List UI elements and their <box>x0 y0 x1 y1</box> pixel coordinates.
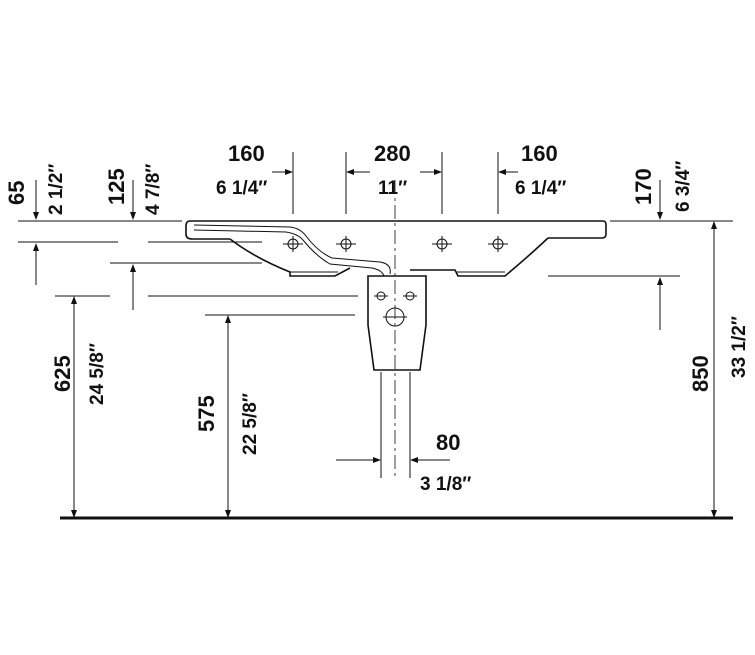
dim-170-mm: 170 <box>631 168 656 205</box>
tap-hole-icon <box>336 236 356 252</box>
dim-575-inch: 22 5/8″ <box>240 393 261 455</box>
dim-850-inch: 33 1/2″ <box>729 316 750 378</box>
dim-280-inch: 11″ <box>378 178 407 199</box>
dim-65-mm: 65 <box>4 181 29 205</box>
siphon-cover <box>367 275 427 371</box>
dim-125-inch: 4 7/8″ <box>143 164 164 215</box>
dim-80-inch: 3 1/8″ <box>420 474 471 495</box>
extension-lines <box>18 152 733 478</box>
tap-hole-icon <box>432 236 452 252</box>
tap-hole-icon <box>283 236 303 252</box>
tap-hole-icon <box>488 236 508 252</box>
dim-160-right-inch: 6 1/4″ <box>515 178 566 199</box>
dim-125-mm: 125 <box>104 168 129 205</box>
dim-575-mm: 575 <box>194 395 219 432</box>
dim-850-mm: 850 <box>688 355 713 392</box>
dimension-labels: 65 2 1/2″ 125 4 7/8″ 160 6 1/4″ 280 11″ … <box>4 141 750 495</box>
washbasin-outline <box>185 220 607 277</box>
dim-625-mm: 625 <box>50 355 75 392</box>
dim-160-right-mm: 160 <box>521 141 558 166</box>
dim-160-left-inch: 6 1/4″ <box>216 178 267 199</box>
dim-160-left-mm: 160 <box>228 141 265 166</box>
dim-280-mm: 280 <box>374 141 411 166</box>
tap-holes <box>283 236 508 252</box>
dim-625-inch: 24 5/8″ <box>87 343 108 405</box>
dim-170-inch: 6 3/4″ <box>673 161 694 212</box>
dimension-arrows <box>33 169 717 518</box>
dim-80-mm: 80 <box>436 430 460 455</box>
dim-65-inch: 2 1/2″ <box>46 164 67 215</box>
